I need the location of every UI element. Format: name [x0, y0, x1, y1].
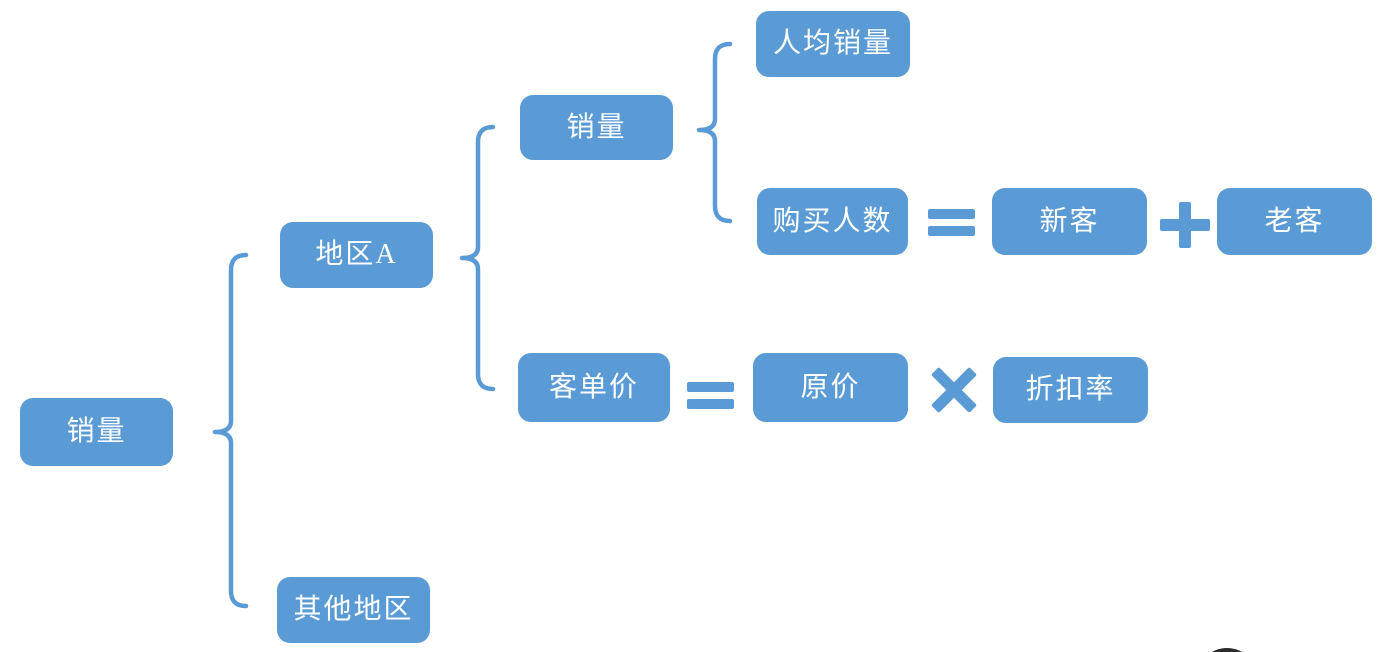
node-old-customers[interactable]: 老客: [1217, 188, 1372, 255]
node-sales-root[interactable]: 销量: [20, 398, 173, 466]
equals-bar-bottom: [687, 399, 734, 409]
node-buyers[interactable]: 购买人数: [757, 188, 908, 255]
plus-vertical-bar: [1179, 202, 1191, 248]
equals-bar-bottom: [928, 226, 975, 236]
node-sales-region-a[interactable]: 销量: [520, 95, 673, 160]
node-other-regions[interactable]: 其他地区: [277, 577, 430, 643]
equals-icon: [687, 382, 734, 409]
brace-sales-root-children: [212, 252, 249, 609]
node-new-customers[interactable]: 新客: [992, 188, 1147, 255]
multiply-icon: [931, 367, 977, 413]
brace-region-a-children: [459, 124, 496, 392]
node-per-capita-sales[interactable]: 人均销量: [756, 11, 910, 77]
equals-icon: [928, 209, 975, 236]
plus-icon: [1160, 202, 1210, 248]
node-original-price[interactable]: 原价: [753, 353, 908, 422]
node-region-a[interactable]: 地区A: [280, 222, 433, 288]
equals-bar-top: [687, 382, 734, 392]
dark-circle-overlay[interactable]: [1197, 648, 1257, 652]
brace-sales-sub-children: [696, 41, 733, 224]
node-discount-rate[interactable]: 折扣率: [993, 357, 1148, 423]
node-avg-order-price[interactable]: 客单价: [518, 353, 670, 422]
equals-bar-top: [928, 209, 975, 219]
